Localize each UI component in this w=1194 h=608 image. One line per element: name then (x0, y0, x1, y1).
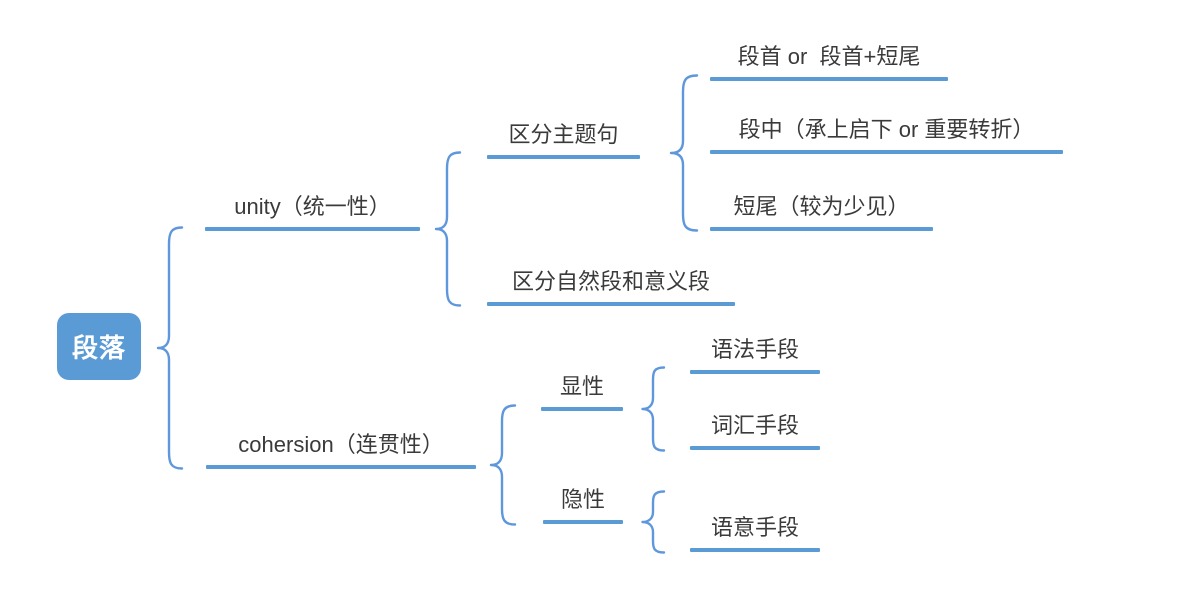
subtopic-topic-sentence[interactable]: 区分主题句 (487, 121, 640, 159)
leaf-lexical-means[interactable]: 词汇手段 (690, 412, 820, 450)
subtopic-natural-vs-meaning-paragraph-label: 区分自然段和意义段 (511, 269, 710, 294)
brace-explicit-children (641, 366, 666, 452)
subtopic-topic-sentence-label: 区分主题句 (508, 122, 619, 147)
subtopic-implicit-underline (543, 520, 623, 524)
leaf-semantic-means[interactable]: 语意手段 (690, 514, 820, 552)
leaf-paragraph-middle-label: 段中（承上启下 or 重要转折） (738, 117, 1035, 142)
leaf-paragraph-middle-underline (710, 150, 1063, 154)
root-topic-label: 段落 (71, 333, 126, 363)
subtopic-natural-vs-meaning-paragraph-underline (487, 302, 735, 306)
brace-cohersion-children (489, 404, 517, 526)
leaf-grammar-means-underline (690, 370, 820, 374)
leaf-paragraph-start-underline (710, 77, 948, 81)
subtopic-explicit[interactable]: 显性 (541, 373, 623, 411)
subtopic-implicit-label: 隐性 (560, 487, 605, 512)
leaf-short-ending-label: 短尾（较为少见） (733, 194, 910, 219)
leaf-semantic-means-underline (690, 548, 820, 552)
subtopic-implicit[interactable]: 隐性 (543, 486, 623, 524)
leaf-lexical-means-underline (690, 446, 820, 450)
topic-unity-underline (205, 227, 420, 231)
brace-root-children (156, 226, 184, 470)
brace-unity-children (434, 151, 462, 307)
subtopic-explicit-underline (541, 407, 623, 411)
brace-topic-sentence-children (669, 74, 699, 232)
leaf-paragraph-start-label: 段首 or 段首+短尾 (737, 44, 921, 69)
root-topic-paragraph[interactable]: 段落 (57, 313, 141, 380)
leaf-grammar-means[interactable]: 语法手段 (690, 336, 820, 374)
leaf-short-ending-underline (710, 227, 933, 231)
subtopic-natural-vs-meaning-paragraph[interactable]: 区分自然段和意义段 (487, 268, 735, 306)
topic-cohersion-label: cohersion（连贯性） (238, 432, 444, 457)
leaf-semantic-means-label: 语意手段 (710, 515, 799, 540)
leaf-grammar-means-label: 语法手段 (710, 337, 799, 362)
topic-unity-label: unity（统一性） (234, 194, 391, 219)
subtopic-explicit-label: 显性 (559, 374, 604, 399)
topic-cohersion[interactable]: cohersion（连贯性） (206, 431, 476, 469)
brace-implicit-children (641, 490, 666, 554)
leaf-lexical-means-label: 词汇手段 (710, 413, 799, 438)
topic-unity[interactable]: unity（统一性） (205, 193, 420, 231)
leaf-paragraph-start[interactable]: 段首 or 段首+短尾 (710, 43, 948, 81)
topic-cohersion-underline (206, 465, 476, 469)
leaf-short-ending[interactable]: 短尾（较为少见） (710, 193, 933, 231)
subtopic-topic-sentence-underline (487, 155, 640, 159)
leaf-paragraph-middle[interactable]: 段中（承上启下 or 重要转折） (710, 116, 1063, 154)
